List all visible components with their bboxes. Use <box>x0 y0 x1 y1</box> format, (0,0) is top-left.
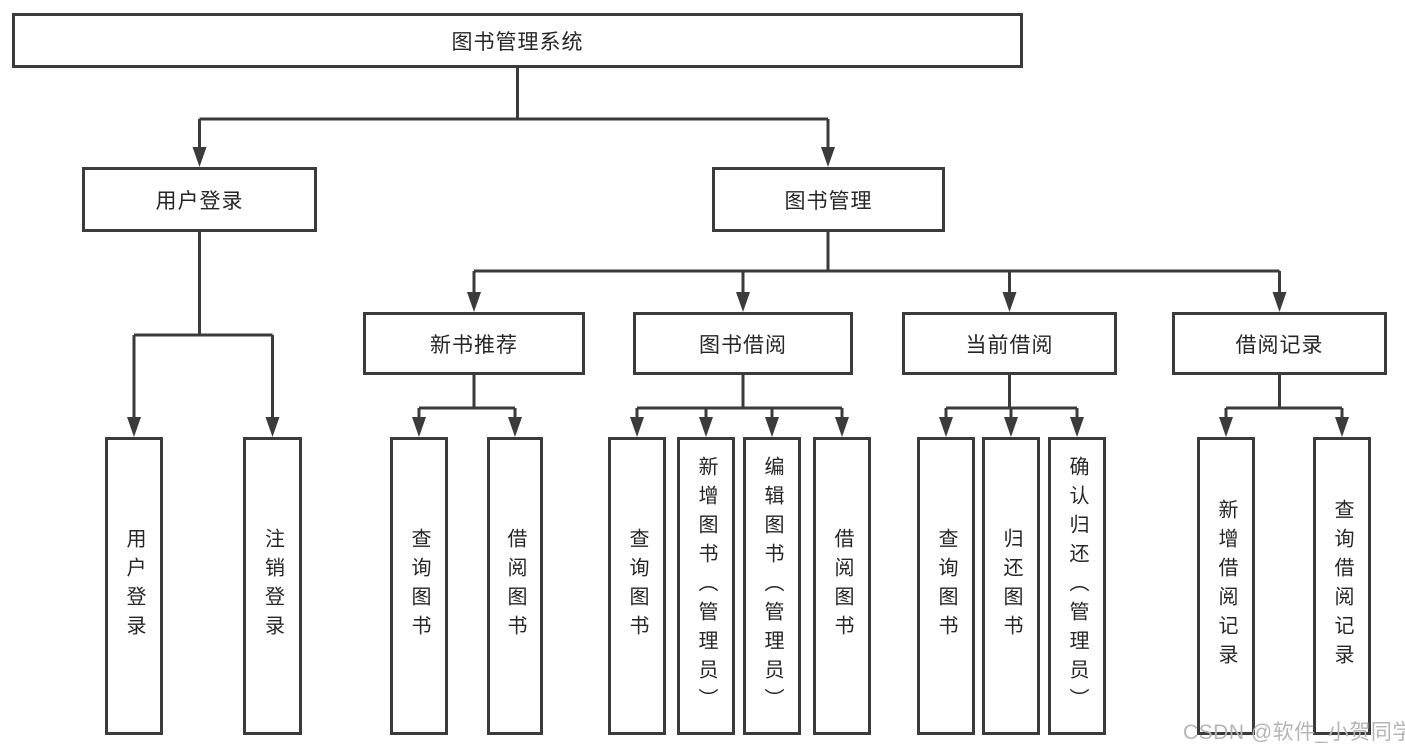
node-leaf-bb-query-books: 查询图书 <box>608 437 666 735</box>
node-new-book-recommend-label: 新书推荐 <box>430 333 518 357</box>
node-root-label: 图书管理系统 <box>451 30 584 54</box>
node-leaf-cb-query-books-label: 查询图书 <box>935 528 957 644</box>
node-leaf-bb-add-books-admin: 新增图书（管理员） <box>677 437 735 735</box>
node-leaf-cb-query-books: 查询图书 <box>917 437 975 735</box>
node-new-book-recommend: 新书推荐 <box>363 312 585 375</box>
node-root: 图书管理系统 <box>12 13 1023 68</box>
node-leaf-cb-confirm-return-admin: 确认归还（管理员） <box>1048 437 1106 735</box>
node-book-management: 图书管理 <box>712 167 945 232</box>
node-leaf-br-query-record: 查询借阅记录 <box>1313 437 1371 735</box>
node-leaf-cb-return-books-label: 归还图书 <box>1000 528 1022 644</box>
node-leaf-bb-edit-books-admin: 编辑图书（管理员） <box>743 437 801 735</box>
node-borrow-records-label: 借阅记录 <box>1235 333 1324 357</box>
node-book-borrow: 图书借阅 <box>633 312 853 375</box>
node-book-management-label: 图书管理 <box>784 189 873 213</box>
node-leaf-bb-query-books-label: 查询图书 <box>626 528 648 644</box>
node-current-borrow-label: 当前借阅 <box>965 333 1054 357</box>
node-leaf-login-label: 用户登录 <box>123 528 145 644</box>
node-leaf-br-query-record-label: 查询借阅记录 <box>1331 499 1353 673</box>
node-book-borrow-label: 图书借阅 <box>699 333 787 357</box>
node-leaf-login: 用户登录 <box>105 437 163 735</box>
node-leaf-nb-borrow-books-label: 借阅图书 <box>504 528 526 644</box>
node-leaf-bb-add-books-admin-label: 新增图书（管理员） <box>695 455 717 717</box>
node-leaf-logout-label: 注销登录 <box>261 528 284 644</box>
node-borrow-records: 借阅记录 <box>1172 312 1387 375</box>
node-leaf-logout: 注销登录 <box>243 437 302 735</box>
node-leaf-nb-query-books-label: 查询图书 <box>408 528 430 644</box>
watermark: CSDN @软件_小贺同学 <box>1183 721 1405 744</box>
node-user-login: 用户登录 <box>82 167 317 232</box>
node-leaf-bb-edit-books-admin-label: 编辑图书（管理员） <box>761 455 783 717</box>
node-leaf-bb-borrow-books: 借阅图书 <box>813 437 871 735</box>
node-leaf-cb-return-books: 归还图书 <box>982 437 1040 735</box>
node-current-borrow: 当前借阅 <box>902 312 1117 375</box>
node-leaf-cb-confirm-return-admin-label: 确认归还（管理员） <box>1066 455 1088 717</box>
node-leaf-bb-borrow-books-label: 借阅图书 <box>831 528 853 644</box>
node-user-login-label: 用户登录 <box>155 189 244 213</box>
node-leaf-nb-query-books: 查询图书 <box>390 437 448 735</box>
node-leaf-nb-borrow-books: 借阅图书 <box>487 437 543 735</box>
node-leaf-br-add-record: 新增借阅记录 <box>1197 437 1255 735</box>
node-leaf-br-add-record-label: 新增借阅记录 <box>1215 499 1237 673</box>
